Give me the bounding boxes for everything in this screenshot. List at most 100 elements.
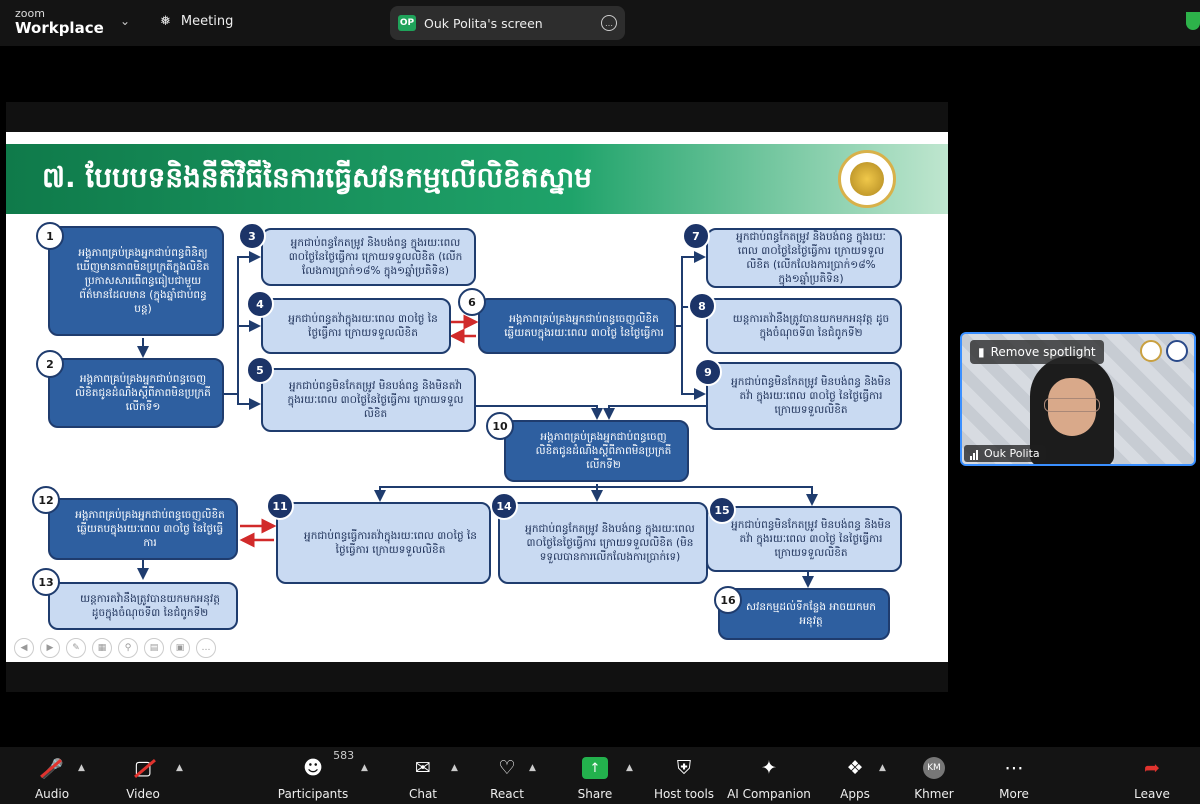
sparkle-icon: ✦: [761, 757, 777, 779]
slides-grid-icon[interactable]: ▦: [92, 638, 112, 658]
flow-step-13: យន្តការតវ៉ានឹងត្រូវបានយកមកអនុវត្ត ដូចក្ន…: [48, 582, 238, 630]
flow-step-13-text: យន្តការតវ៉ានឹងត្រូវបានយកមកអនុវត្ត ដូចក្ន…: [80, 592, 220, 619]
step-number-7: 7: [682, 222, 710, 250]
audio-options-caret[interactable]: ▲: [78, 763, 85, 773]
apps-button[interactable]: ❖ Apps: [810, 755, 900, 801]
share-icon: ↑: [582, 755, 608, 781]
step-number-12: 12: [32, 486, 60, 514]
ministry-seal-logo: [838, 150, 896, 208]
top-bar: zoom Workplace ⌄ ❅ Meeting OP Ouk Polita…: [0, 0, 1200, 46]
flow-step-5-text: អ្នកជាប់ពន្ធមិនកែតម្រូវ មិនបង់ពន្ធ និងមិ…: [287, 379, 464, 421]
flow-step-7-text: អ្នកជាប់ពន្ធកែតម្រូវ និងបង់ពន្ធ ក្នុងរយៈ…: [736, 230, 886, 286]
km-initials: KM: [923, 757, 945, 779]
flow-step-7: អ្នកជាប់ពន្ធកែតម្រូវ និងបង់ពន្ធ ក្នុងរយៈ…: [706, 228, 902, 288]
step-number-1: 1: [36, 222, 64, 250]
slide: ៧. បែបបទនិងនីតិវិធីនៃការធ្វើសវនកម្មលើលិខ…: [6, 132, 948, 662]
khmer-button[interactable]: KM Khmer: [889, 755, 979, 801]
slide-controls: ◀ ▶ ✎ ▦ ⚲ ▤ ▣ …: [14, 638, 216, 658]
step-number-8: 8: [688, 292, 716, 320]
organization-logo: [1166, 340, 1188, 362]
logo-small-text: zoom: [15, 7, 45, 20]
video-button[interactable]: ▢ Video: [98, 755, 188, 801]
flow-step-2-text: អង្គភាពគ្រប់គ្រងអ្នកជាប់ពន្ធចេញលិខិតជូនដ…: [75, 372, 211, 414]
more-button[interactable]: ⋯ More: [969, 755, 1059, 801]
host-tools-label: Host tools: [653, 787, 715, 801]
participants-button[interactable]: ☻583 Participants: [268, 749, 358, 801]
pen-icon[interactable]: ✎: [66, 638, 86, 658]
signal-icon: [970, 447, 979, 460]
leave-label: Leave: [1134, 787, 1170, 801]
zoom-icon[interactable]: ⚲: [118, 638, 138, 658]
participants-count: 583: [333, 749, 355, 762]
screen-share-pill[interactable]: OP Ouk Polita's screen …: [390, 6, 625, 40]
share-title: Ouk Polita's screen: [424, 15, 543, 31]
share-label: Share: [577, 787, 613, 801]
slide-title-text: បែបបទនិងនីតិវិធីនៃការធ្វើសវនកម្មលើលិខិតស…: [85, 161, 592, 194]
more-icon[interactable]: …: [196, 638, 216, 658]
step-number-2: 2: [36, 350, 64, 378]
shield-icon: ⛨: [676, 757, 692, 779]
seal-logo: [1140, 340, 1162, 362]
meeting-label: Meeting: [180, 14, 234, 29]
leave-icon: ➦: [1144, 757, 1160, 779]
flow-step-12: អង្គភាពគ្រប់គ្រងអ្នកជាប់ពន្ធចេញលិខិតឆ្លើ…: [48, 498, 238, 560]
subtitles-icon[interactable]: ▤: [144, 638, 164, 658]
flow-step-15-text: អ្នកជាប់ពន្ធមិនកែតម្រូវ មិនបង់ពន្ធ និងមិ…: [731, 518, 891, 560]
participants-icon: ☻583: [303, 749, 355, 779]
camera-icon[interactable]: ▣: [170, 638, 190, 658]
paw-icon: ❅: [160, 14, 171, 29]
meeting-toolbar: 🎤 Audio ▲ ▢ Video ▲ ☻583 Participants ▲ …: [0, 747, 1200, 804]
zoom-logo: zoom Workplace: [15, 8, 104, 36]
step-number-9: 9: [694, 358, 722, 386]
video-options-caret[interactable]: ▲: [176, 763, 183, 773]
participant-name: Ouk Polita: [984, 447, 1040, 460]
ai-companion-label: AI Companion: [727, 787, 811, 801]
leave-button[interactable]: ➦ Leave: [1107, 755, 1197, 801]
chat-options-caret[interactable]: ▲: [451, 763, 458, 773]
participant-face: [1048, 378, 1096, 436]
participant-video-tile[interactable]: ▮ Remove spotlight Ouk Polita: [960, 332, 1196, 466]
more-label: More: [999, 787, 1029, 801]
participants-options-caret[interactable]: ▲: [361, 763, 368, 773]
host-tools-button[interactable]: ⛨ Host tools: [639, 755, 729, 801]
participant-name-tag: Ouk Polita: [964, 445, 1046, 462]
khmer-label: Khmer: [914, 787, 954, 801]
chat-button[interactable]: ✉ Chat: [378, 755, 468, 801]
flow-step-15: អ្នកជាប់ពន្ធមិនកែតម្រូវ មិនបង់ពន្ធ និងមិ…: [706, 506, 902, 572]
km-avatar: KM: [923, 755, 945, 781]
previous-slide-icon[interactable]: ◀: [14, 638, 34, 658]
chat-icon: ✉: [415, 757, 431, 779]
audio-label: Audio: [34, 787, 70, 801]
share-options-caret[interactable]: ▲: [626, 763, 633, 773]
meeting-menu[interactable]: ❅ Meeting: [160, 14, 233, 29]
slide-title-number: ៧.: [42, 161, 76, 194]
pin-icon: ▮: [978, 345, 985, 359]
remove-spotlight-label: Remove spotlight: [990, 345, 1096, 359]
share-button[interactable]: ↑ Share: [550, 755, 640, 801]
slide-title: ៧. បែបបទនិងនីតិវិធីនៃការធ្វើសវនកម្មលើលិខ…: [42, 160, 592, 201]
next-slide-icon[interactable]: ▶: [40, 638, 60, 658]
flow-step-8-text: យន្តការតវ៉ានឹងត្រូវបានយកមកអនុវត្ត ដូចក្ន…: [732, 312, 890, 339]
flow-step-3-text: អ្នកជាប់ពន្ធកែតម្រូវ និងបង់ពន្ធ ក្នុងរយៈ…: [288, 236, 463, 278]
step-number-15: 15: [708, 496, 736, 524]
flow-step-4-text: អ្នកជាប់ពន្ធតវ៉ាក្នុងរយៈពេល ៣០ថ្ងៃ នៃថ្ង…: [288, 312, 438, 339]
flow-step-10: អង្គភាពគ្រប់គ្រងអ្នកជាប់ពន្ធចេញលិខិតជូនដ…: [504, 420, 689, 482]
react-button[interactable]: ♡ React: [462, 755, 552, 801]
step-number-6: 6: [458, 288, 486, 316]
step-number-3: 3: [238, 222, 266, 250]
flow-step-6: អង្គភាពគ្រប់គ្រងអ្នកជាប់ពន្ធចេញលិខិតឆ្លើ…: [478, 298, 676, 354]
apps-options-caret[interactable]: ▲: [879, 763, 886, 773]
more-options-icon[interactable]: …: [601, 15, 617, 31]
remove-spotlight-button[interactable]: ▮ Remove spotlight: [970, 340, 1104, 364]
camera-off-icon: ▢: [134, 755, 156, 781]
audio-button[interactable]: 🎤 Audio: [7, 755, 97, 802]
flow-connectors: [137, 251, 818, 588]
ai-companion-button[interactable]: ✦ AI Companion: [724, 755, 814, 801]
flow-step-16: សវនកម្មដល់ទីកន្លែង អាចយកមកអនុវត្ត: [718, 588, 890, 640]
chevron-down-icon[interactable]: ⌄: [120, 14, 131, 28]
react-options-caret[interactable]: ▲: [529, 763, 536, 773]
slide-title-banner: ៧. បែបបទនិងនីតិវិធីនៃការធ្វើសវនកម្មលើលិខ…: [6, 144, 948, 214]
flow-step-10-text: អង្គភាពគ្រប់គ្រងអ្នកជាប់ពន្ធចេញលិខិតជូនដ…: [535, 430, 672, 472]
share-arrow: ↑: [582, 757, 608, 779]
